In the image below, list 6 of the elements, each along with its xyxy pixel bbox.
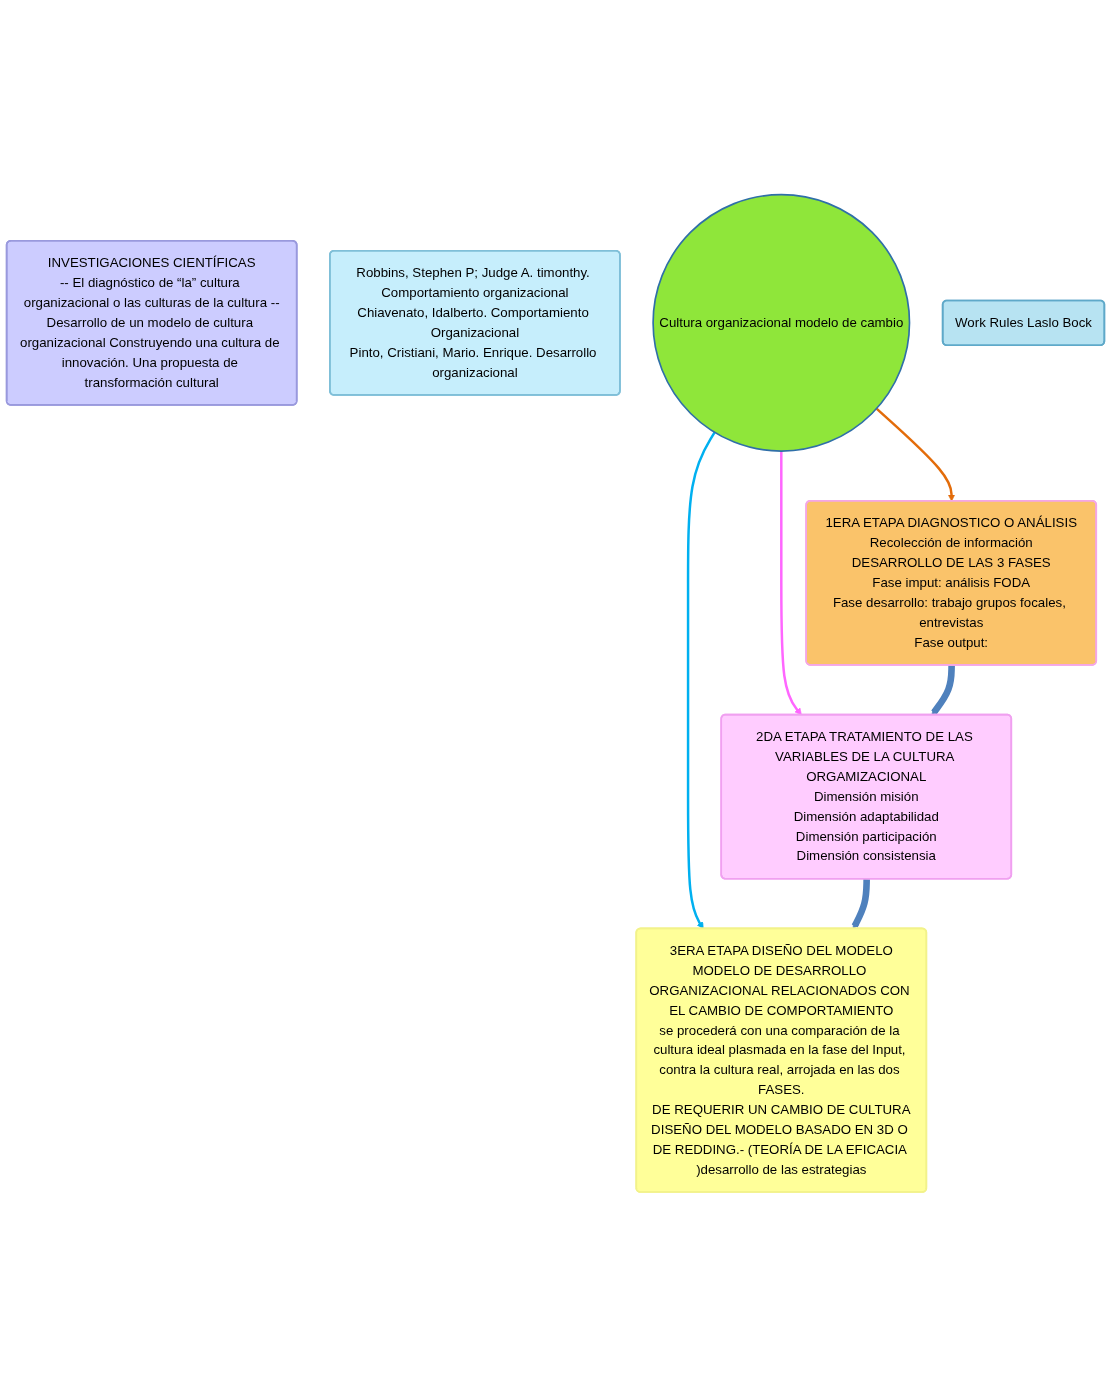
- arrow: [851, 879, 870, 930]
- arrow: [686, 431, 716, 930]
- arrow: [780, 451, 802, 716]
- arrow: [931, 665, 955, 716]
- node-circle: Cultura organizacional modelo de cambio: [652, 194, 911, 453]
- arrow: [875, 407, 956, 502]
